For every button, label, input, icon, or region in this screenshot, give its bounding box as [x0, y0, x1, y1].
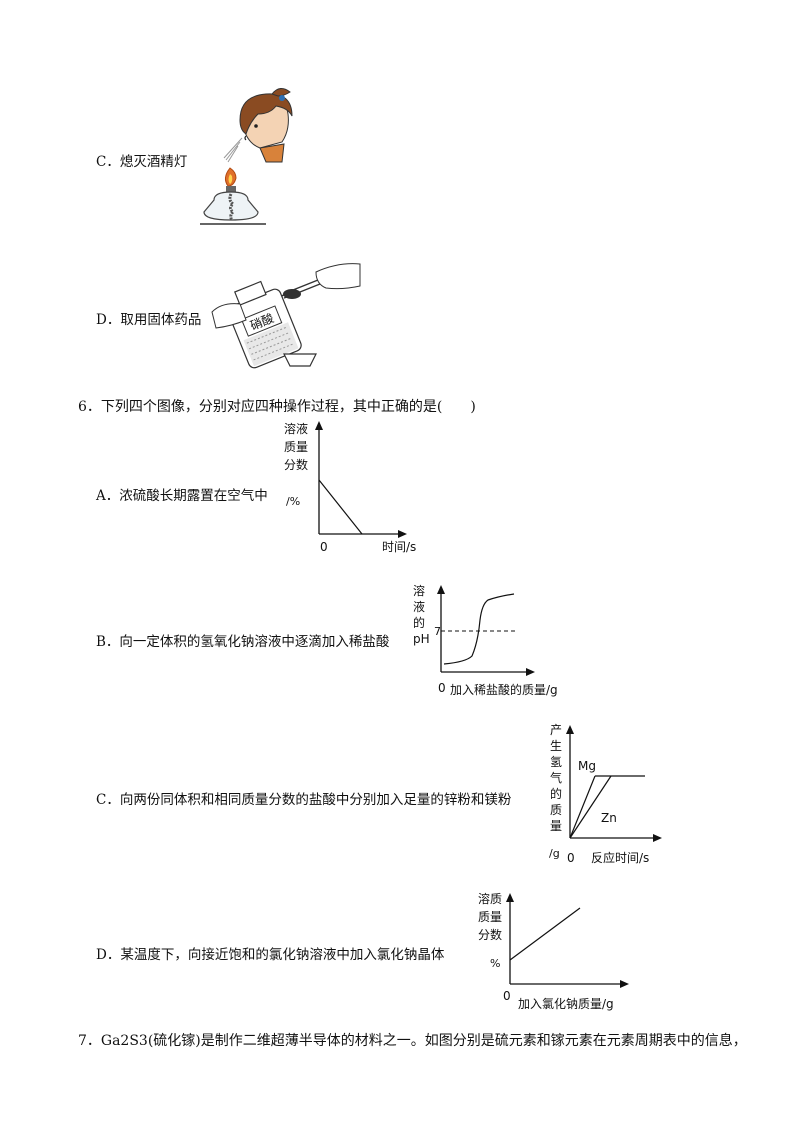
question-7-stem: 7．Ga2S3(硫化镓)是制作二维超薄半导体的材料之一。如图分别是硫元素和镓元素… — [78, 1033, 747, 1049]
option-c-label-q6: C．向两份同体积和相同质量分数的盐酸中分别加入足量的锌粉和镁粉 — [96, 792, 512, 808]
option-d-label: D．取用固体药品 — [96, 312, 202, 328]
chart-a-ylabel-4: /% — [286, 495, 300, 508]
chart-c-ylabel-2: 生 — [550, 739, 562, 753]
chart-b-ylabel-2: 液 — [413, 599, 425, 614]
chart-a-ylabel-1: 溶液 — [284, 421, 308, 436]
chart-c-ylabel-4: 气 — [550, 770, 562, 785]
chart-b-ylabel-1: 溶 — [413, 583, 425, 598]
take-solid-reagent-illustration: 硝酸 — [211, 263, 361, 369]
chart-b-ylabel-3: 的 — [413, 615, 425, 630]
chart-d-ylabel-4: % — [490, 957, 500, 970]
chart-d-ylabel-2: 质量 — [478, 910, 502, 924]
chart-c-zn-rise — [569, 775, 612, 839]
girl-head-icon — [239, 88, 293, 163]
chart-d-ylabel-3: 分数 — [478, 927, 502, 942]
chart-b-origin: 0 — [438, 681, 446, 695]
chart-a-ylabel-3: 分数 — [284, 457, 308, 472]
chart-c-origin: 0 — [567, 851, 575, 865]
option-c-label: C．熄灭酒精灯 — [96, 154, 188, 170]
chart-b: 溶 液 的 pH 7 0 加入稀盐酸的质量/g — [413, 583, 558, 697]
chart-c-x-arrow — [653, 834, 662, 842]
chart-c-y-arrow — [566, 725, 574, 734]
chart-a: 溶液 质量 分数 /% 0 时间/s — [284, 421, 416, 554]
chart-d-line — [509, 907, 581, 961]
chart-c-mg-rise — [569, 775, 596, 839]
question-6-stem: 6．下列四个图像，分别对应四种操作过程，其中正确的是( ) — [78, 399, 476, 415]
chart-d-xlabel: 加入氯化钠质量/g — [518, 996, 614, 1011]
chart-a-y-arrow — [315, 421, 323, 430]
chart-b-x-arrow — [526, 668, 535, 676]
option-d-label-q6: D．某温度下，向接近饱和的氯化钠溶液中加入氯化钠晶体 — [96, 947, 445, 963]
chart-b-ylabel-4: pH — [413, 632, 430, 646]
chart-c-ylabel-5: 的 — [550, 786, 562, 801]
chart-c-ylabel-8: /g — [549, 847, 560, 860]
chart-c-ylabel-7: 量 — [550, 819, 562, 833]
chart-c-series-mg: Mg — [578, 759, 596, 773]
chart-c-ylabel-6: 质 — [550, 803, 562, 817]
chart-b-curve — [443, 593, 515, 665]
chart-c-xlabel: 反应时间/s — [591, 850, 649, 865]
option-a-label: A．浓硫酸长期露置在空气中 — [96, 488, 268, 504]
chart-d-y-arrow — [506, 893, 514, 902]
chart-a-x-arrow — [398, 530, 407, 538]
chart-d-x-arrow — [620, 980, 629, 988]
chart-a-line — [318, 479, 363, 535]
chart-b-xlabel: 加入稀盐酸的质量/g — [450, 682, 558, 697]
chart-d-ylabel-1: 溶质 — [478, 891, 502, 906]
blow-out-alcohol-lamp-illustration — [200, 88, 293, 225]
chart-c-ylabel-1: 产 — [550, 723, 562, 737]
option-b-label: B．向一定体积的氢氧化钠溶液中逐滴加入稀盐酸 — [96, 634, 390, 650]
chart-b-tick-7: 7 — [434, 625, 441, 638]
chart-a-ylabel-2: 质量 — [284, 440, 308, 454]
chart-b-y-arrow — [437, 585, 445, 594]
chart-c: 产 生 氢 气 的 质 量 /g Mg Zn 0 反应时间/s — [549, 723, 662, 865]
chart-d-origin: 0 — [503, 989, 511, 1003]
chart-d: 溶质 质量 分数 % 0 加入氯化钠质量/g — [478, 891, 629, 1011]
chart-c-ylabel-3: 氢 — [550, 754, 562, 769]
chart-c-series-zn: Zn — [601, 811, 617, 825]
chart-a-xlabel: 时间/s — [382, 540, 416, 554]
chart-a-origin: 0 — [320, 540, 328, 554]
